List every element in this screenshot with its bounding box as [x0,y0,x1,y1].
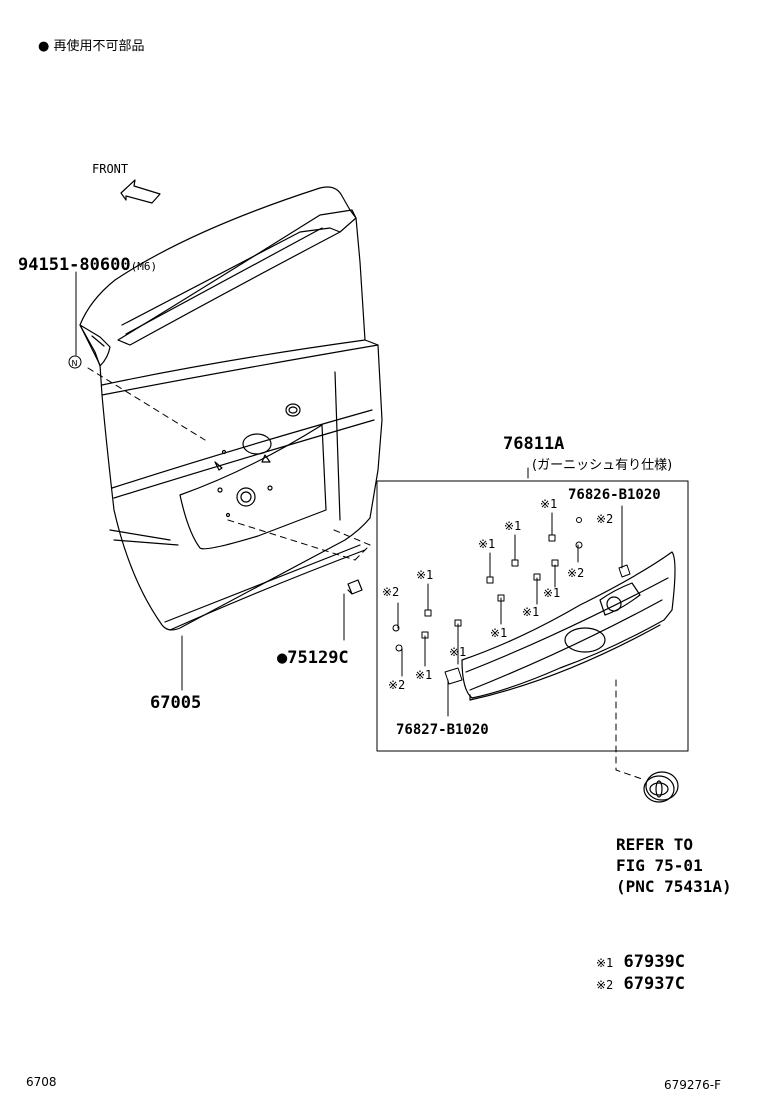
legend-text: 再使用不可部品 [53,39,145,54]
mark-2: ※2 [567,566,585,580]
garnish-note: (ガーニッシュ有り仕様) [532,458,673,473]
clip-number: 75129C [287,648,349,668]
mark-legend-2-symbol: ※2 [596,978,614,992]
lower-plug-label: 76827-B1020 [396,722,489,738]
reference-note: REFER TO FIG 75-01 (PNC 75431A) [616,834,732,897]
mark-1: ※1 [543,586,561,600]
garnish-detail-frame [376,480,689,752]
footer-left: 6708 [26,1075,57,1089]
mark-2: ※2 [388,678,406,692]
clip-bullet: ● [277,648,288,668]
mark-1: ※1 [478,537,496,551]
legend-bullet: ● [38,39,50,54]
bolt-suffix: (M6) [130,260,158,273]
mark-1: ※1 [449,645,467,659]
mark-legend-1-symbol: ※1 [596,956,614,970]
reference-line-3: (PNC 75431A) [616,877,732,896]
garnish-drawing [461,551,676,701]
garnish-clips [392,517,631,685]
clip-icon [347,579,363,595]
back-door-panel-drawing [79,186,383,631]
legend-note: ● 再使用不可部品 [38,35,145,54]
clip-label: ●75129C [277,648,349,668]
mark-1: ※1 [416,568,434,582]
front-label: FRONT [92,162,129,176]
bolt-number: 94151-80600 [18,255,131,275]
mark-2: ※2 [596,512,614,526]
nut-symbol-icon [68,355,82,369]
front-arrow-icon [120,179,161,204]
mark-1: ※1 [415,668,433,682]
back-door-panel-label: 67005 [150,693,202,713]
svg-text:N: N [72,359,78,368]
upper-plug-label: 76826-B1020 [568,487,661,503]
mark-legend-2: ※2 67937C [596,974,685,994]
emblem-icon [643,771,679,803]
reference-line-1: REFER TO [616,835,694,854]
mark-1: ※1 [490,626,508,640]
footer-right: 679276-F [664,1078,722,1092]
mark-1: ※1 [540,497,558,511]
mark-1: ※1 [522,605,540,619]
reference-line-2: FIG 75-01 [616,856,703,875]
mark-legend-1-part: 67939C [623,952,685,972]
garnish-number: 76811A [503,434,565,454]
bolt-label: 94151-80600(M6) [18,255,157,275]
guide-lines [87,367,646,781]
mark-legend-2-part: 67937C [623,974,685,994]
leader-lines [75,271,623,717]
mark-legend-1: ※1 67939C [596,952,685,972]
mark-2: ※2 [382,585,400,599]
mark-1: ※1 [504,519,522,533]
